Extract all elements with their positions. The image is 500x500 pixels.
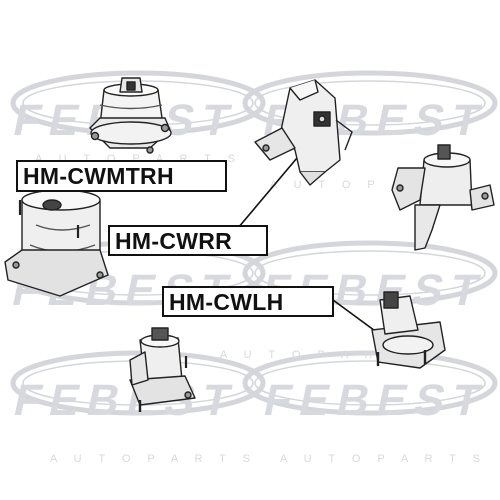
part-right-top-mount: [391, 144, 495, 251]
watermark-brand: FEBEST: [260, 376, 485, 424]
part-hm-cwrr: [254, 79, 353, 186]
part-label-hm-cwrr: HM-CWRR: [108, 225, 268, 256]
watermark-sub: A U T O P A R T S: [220, 349, 420, 361]
part-label-hm-cwmtrh: HM-CWMTRH: [16, 160, 227, 192]
leader-line-cwrr: [237, 157, 298, 229]
part-label-hm-cwlh: HM-CWLH: [162, 286, 334, 317]
part-hm-cwmtrh: [89, 77, 172, 154]
watermark-sub: A U T O P A R T S: [280, 453, 480, 465]
part-hm-cwlh: [371, 291, 446, 369]
part-left-cylinder-mount: [4, 189, 109, 297]
part-bottom-center-mount: [129, 327, 196, 412]
watermark-sub: A U T O P A R T S: [50, 453, 250, 465]
